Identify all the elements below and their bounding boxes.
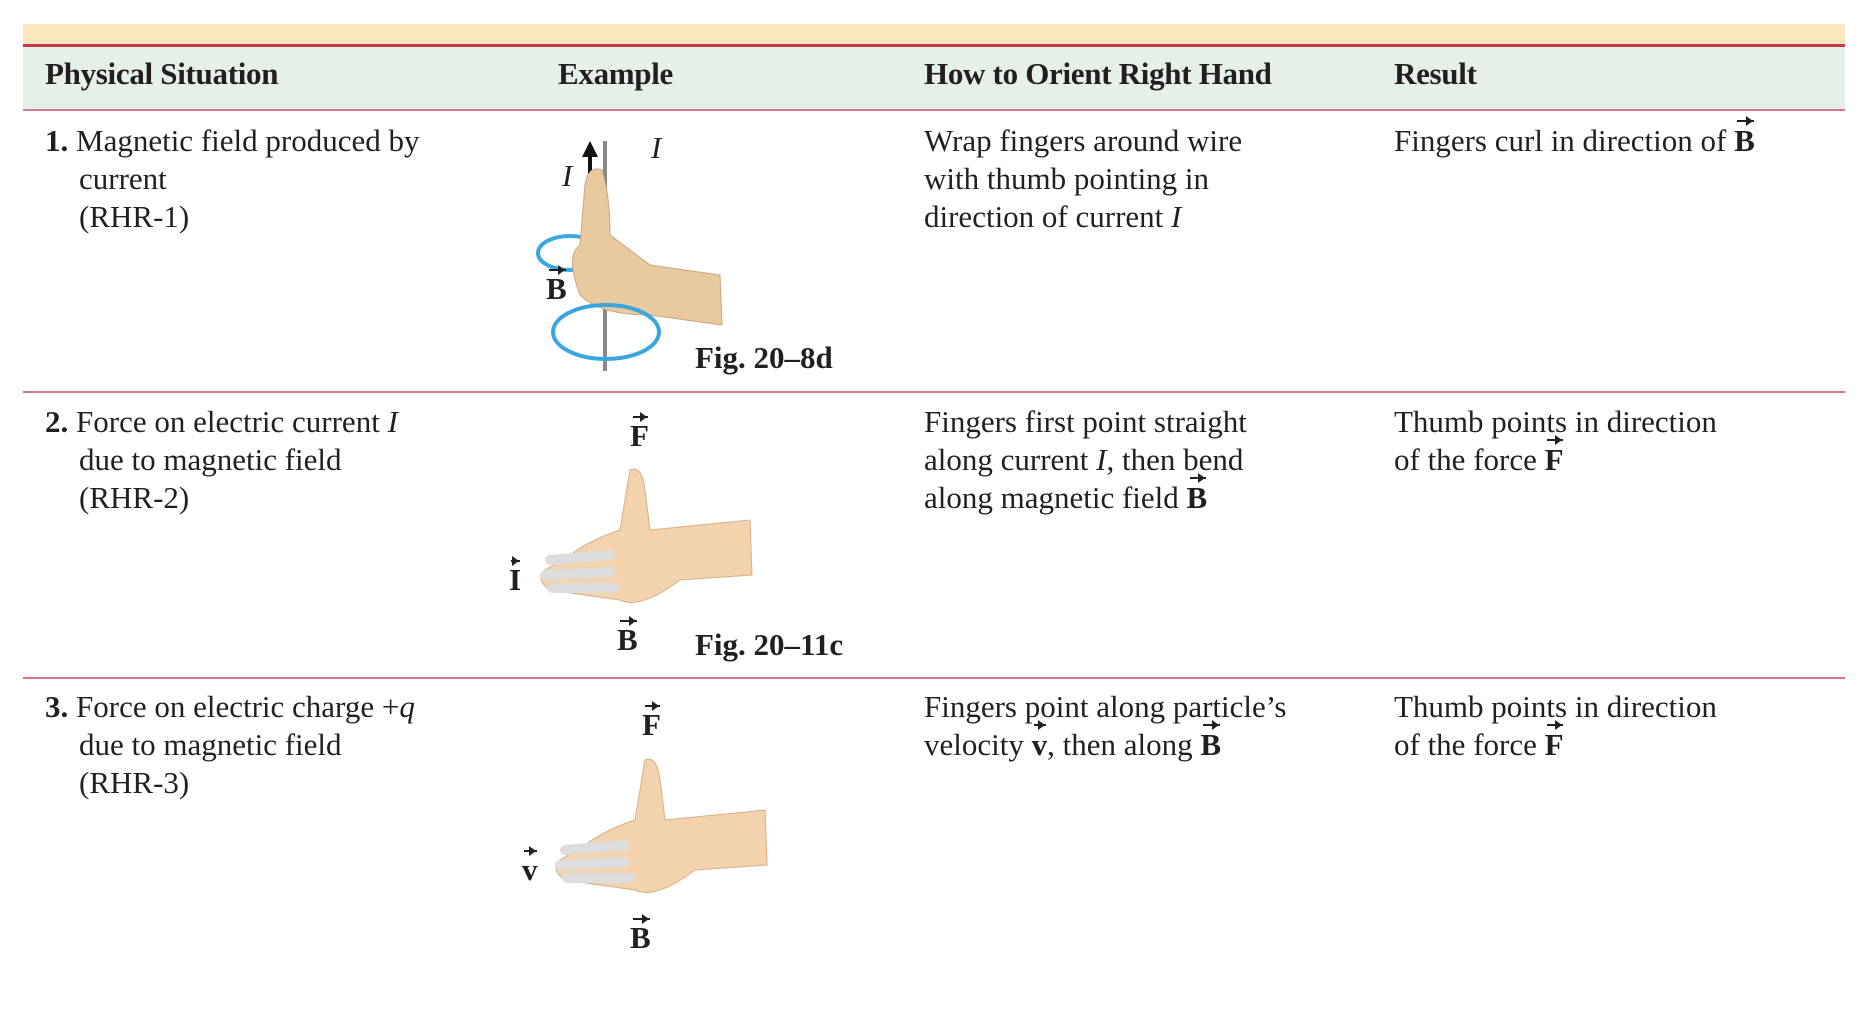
label-field: B [617,616,638,657]
header-bottom-rule [23,109,1845,111]
row2-result: Thumb points in direction of the force F [1394,404,1717,477]
label-force: F [630,412,649,453]
header-row [23,47,1845,109]
label-field: B [630,914,651,955]
label-current-left: I [562,158,573,193]
row1-situation: 1. Magnetic field produced by current (R… [45,123,420,234]
figure-caption: Fig. 20–11c [695,627,844,662]
header-orient: How to Orient Right Hand [924,56,1272,91]
header-top-rule [23,44,1845,47]
row1-result: Fingers curl in direction of B [1394,116,1755,158]
title-band [23,24,1845,44]
label-field: B [546,265,567,306]
rhr1-illustration [536,141,723,371]
row1-orient: Wrap fingers around wire with thumb poin… [924,123,1243,234]
header-physical-situation: Physical Situation [45,56,279,91]
label-force: F [642,701,661,742]
rhr3-illustration [555,758,768,893]
row3-result: Thumb points in direction of the force F [1394,689,1717,762]
header-example: Example [558,56,674,91]
row3-orient: Fingers point along particle’s velocity … [924,689,1287,762]
rhr2-illustration [540,468,753,603]
label-current: I [509,556,522,597]
row2-orient: Fingers first point straight along curre… [924,404,1247,515]
label-current-top: I [651,130,662,165]
header-result: Result [1394,56,1477,91]
label-velocity: v [522,846,538,887]
row2-situation: 2. Force on electric current I due to ma… [45,404,398,515]
figure-caption: Fig. 20–8d [695,340,833,375]
row-divider [23,677,1845,679]
row3-situation: 3. Force on electric charge +q due to ma… [45,689,415,800]
row-divider [23,391,1845,393]
